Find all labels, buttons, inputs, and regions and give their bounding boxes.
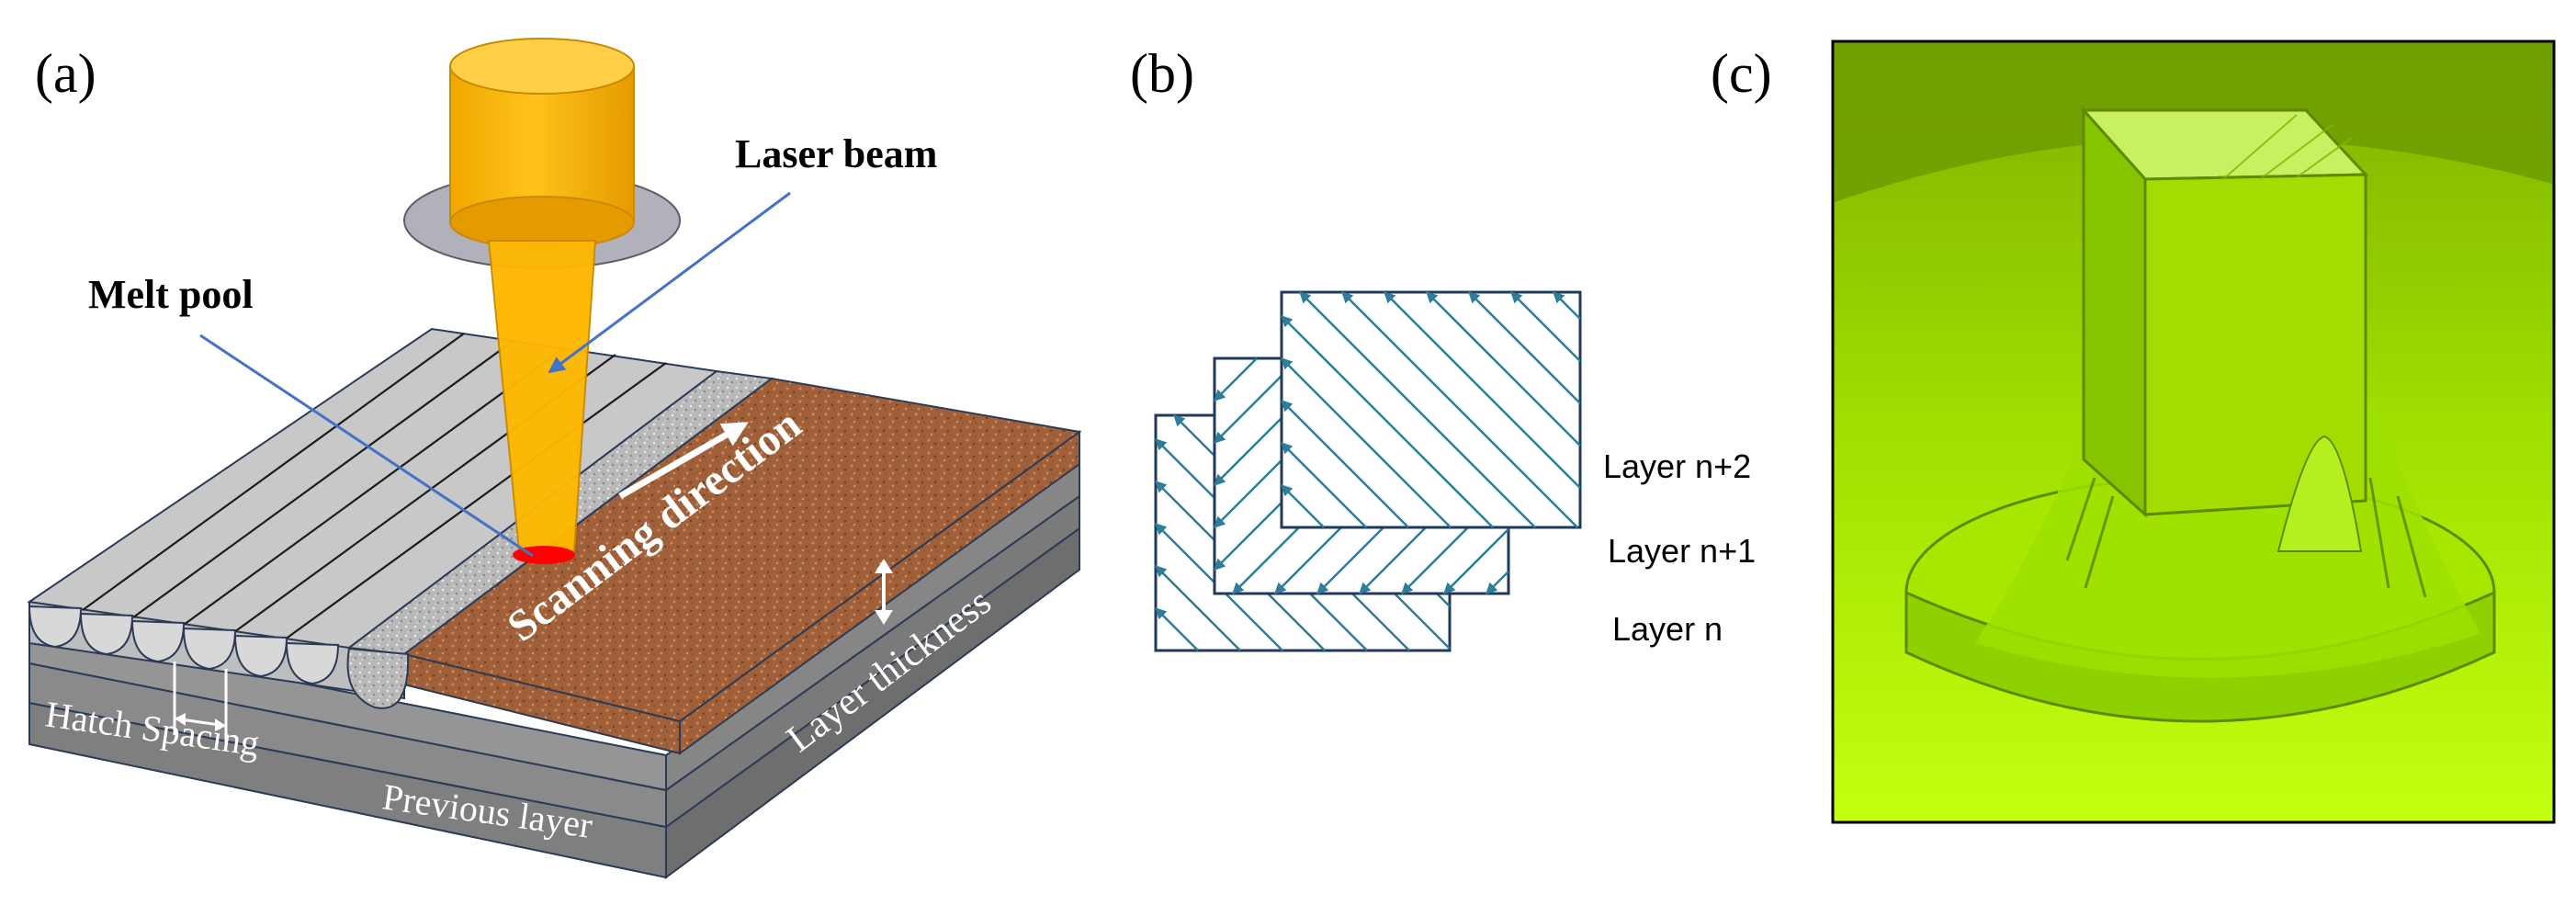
hatch-vector (1468, 291, 1581, 404)
scan-tracks (82, 333, 667, 640)
panel-c-label: (c) (1711, 43, 1772, 104)
hatch-vector (1486, 571, 1509, 594)
layer-thickness-arrow (875, 559, 893, 625)
hatch-vector (1443, 528, 1509, 594)
hatch-vector (1384, 291, 1581, 489)
layer-label-n1: Layer n+1 (1608, 532, 1756, 570)
melt-pool-pointer (199, 334, 534, 558)
laser-beam-label: Laser beam (735, 131, 937, 176)
layer-label-n2: Layer n+2 (1603, 447, 1751, 485)
panel-b-label: (b) (1130, 43, 1194, 104)
hatch-vector (1341, 291, 1578, 528)
hatch-vector (1299, 291, 1536, 528)
previous-layers (28, 462, 1080, 879)
hatch-vector (1510, 291, 1581, 362)
panel-a: (a) Laser beam Melt pool Scanning direct… (27, 38, 1082, 879)
hatch-vector (1553, 291, 1581, 320)
hatch-spacing-marker (173, 662, 228, 742)
panel-a-label: (a) (35, 43, 96, 104)
melt-pool-label: Melt pool (88, 272, 254, 317)
hatch-vector (1281, 315, 1494, 528)
hatch-vector (1214, 357, 1258, 402)
layer-n-plus-2 (1280, 290, 1582, 529)
panel-b: (b) Layer n+2 Layer n+1 Layer n (1130, 43, 1756, 652)
melt-pool (513, 546, 575, 564)
panel-c: (c) (1711, 40, 2556, 824)
melt-track-section (346, 647, 410, 709)
track-cross-sections (28, 605, 340, 685)
printed-part-photo (1831, 40, 2556, 824)
layer-label-n: Layer n (1612, 610, 1723, 648)
hatch-vector (1155, 565, 1241, 651)
laser-beam (487, 240, 597, 552)
hatch-vector (1281, 484, 1325, 528)
scanning-direction-arrow (618, 421, 749, 500)
hatch-vector (1155, 607, 1199, 651)
laser-beam-pointer (548, 191, 791, 374)
hatch-vector (1281, 442, 1367, 528)
hatch-vector (1426, 291, 1581, 447)
hatch-vector (1281, 400, 1409, 528)
laser-head (449, 38, 635, 249)
hatch-vector (1281, 357, 1452, 528)
